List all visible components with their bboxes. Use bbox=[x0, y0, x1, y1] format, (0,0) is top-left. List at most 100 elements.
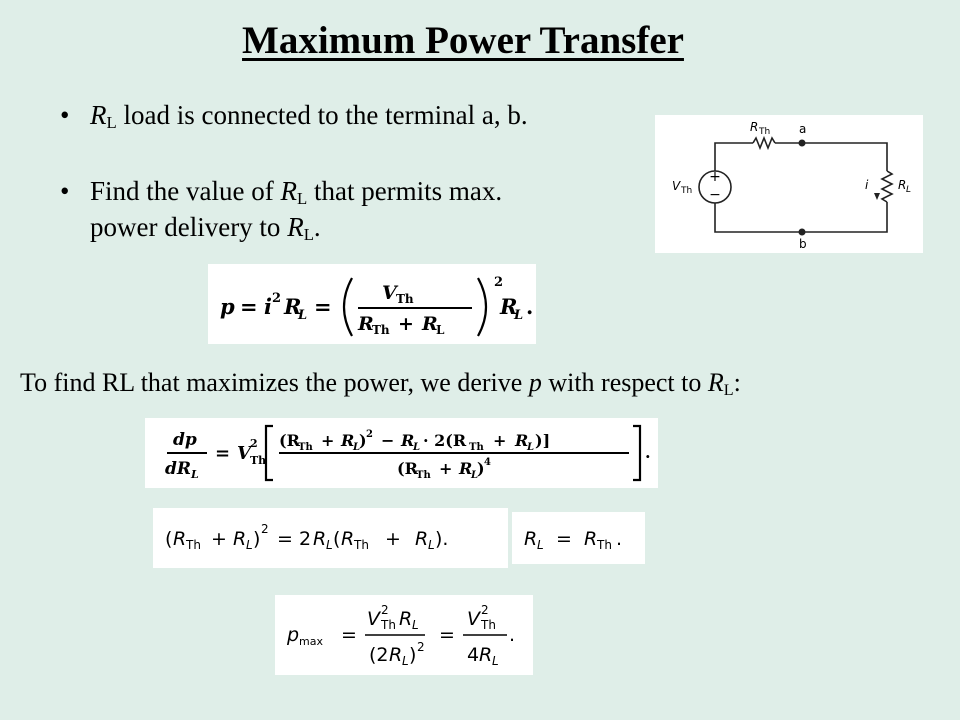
bullet-2-text-b: that permits max. bbox=[307, 176, 503, 206]
node-a-label: a bbox=[799, 122, 806, 136]
svg-text:R: R bbox=[514, 431, 528, 450]
svg-text:): ) bbox=[409, 644, 416, 666]
svg-text:(: ( bbox=[333, 528, 340, 550]
rl-symbol: R bbox=[90, 100, 107, 130]
wire-bottom bbox=[714, 202, 888, 233]
equation-condition-svg: ( R Th + R L ) 2 = 2 R L ( R Th + R L ). bbox=[165, 522, 448, 552]
svg-text:2: 2 bbox=[272, 291, 281, 306]
svg-text:.: . bbox=[616, 528, 622, 550]
equation-condition: ( R Th + R L ) 2 = 2 R L ( R Th + R L ). bbox=[153, 508, 508, 568]
minus-sign: − bbox=[709, 187, 721, 203]
svg-text:R: R bbox=[458, 459, 472, 478]
svg-text:R: R bbox=[389, 644, 402, 666]
rl-symbol: R bbox=[280, 176, 297, 206]
equation-power: p = i 2 R L = V Th R Th + R L 2 R L . bbox=[208, 264, 536, 344]
svg-text:+: + bbox=[439, 459, 452, 478]
voltage-source-icon bbox=[698, 170, 732, 204]
svg-text:R: R bbox=[399, 608, 412, 630]
equation-derivative: dp dR L = V 2 Th (R Th + R L ) 2 − R L ·… bbox=[145, 418, 658, 488]
equation-pmax-svg: p max = V 2 Th R L (2 R L ) 2 = V 2 Th 4… bbox=[286, 603, 515, 668]
svg-text:=: = bbox=[314, 294, 332, 319]
sentence-colon: : bbox=[733, 368, 741, 397]
circuit-diagram: + − R Th a b V Th i R L bbox=[655, 115, 923, 253]
svg-text:)]: )] bbox=[535, 431, 550, 450]
svg-text:Th: Th bbox=[416, 470, 431, 481]
svg-text:(R: (R bbox=[397, 459, 419, 478]
svg-text:2: 2 bbox=[261, 522, 269, 536]
svg-text:R: R bbox=[499, 294, 517, 319]
wire-top-right bbox=[775, 142, 888, 171]
svg-text:dR: dR bbox=[165, 459, 191, 479]
wire-top-left bbox=[714, 142, 753, 171]
svg-text:Th: Th bbox=[298, 442, 313, 453]
svg-text:R: R bbox=[584, 528, 597, 550]
rl-subscript: L bbox=[303, 225, 314, 245]
rth-label: R bbox=[750, 120, 758, 134]
svg-text:L: L bbox=[326, 538, 333, 552]
svg-text:Th: Th bbox=[480, 618, 496, 632]
vth-sub: Th bbox=[680, 186, 692, 196]
svg-text:=: = bbox=[240, 294, 258, 319]
page-title: Maximum Power Transfer bbox=[242, 19, 684, 62]
svg-text:R: R bbox=[357, 313, 374, 335]
current-label: i bbox=[865, 178, 869, 192]
svg-text:R: R bbox=[524, 528, 537, 550]
svg-text:L: L bbox=[470, 470, 478, 481]
svg-text:L: L bbox=[246, 538, 253, 552]
svg-text:L: L bbox=[492, 654, 499, 668]
bullet-2-text-d: . bbox=[313, 212, 321, 242]
svg-text:2: 2 bbox=[366, 429, 373, 440]
rth-sub: Th bbox=[758, 127, 770, 137]
svg-text:L: L bbox=[537, 538, 544, 552]
svg-text:V: V bbox=[367, 608, 382, 630]
equation-result: R L = R Th . bbox=[512, 512, 645, 564]
svg-text:=: = bbox=[556, 528, 572, 550]
svg-text:L: L bbox=[436, 323, 445, 337]
svg-text:).: ). bbox=[435, 528, 448, 550]
svg-text:2: 2 bbox=[250, 437, 258, 450]
svg-text:Th: Th bbox=[469, 442, 484, 453]
svg-text:+: + bbox=[385, 528, 401, 550]
svg-text:L: L bbox=[352, 442, 360, 453]
vth-label: V bbox=[672, 179, 681, 193]
svg-text:L: L bbox=[428, 538, 435, 552]
resistor-rl bbox=[880, 170, 894, 203]
svg-text:4: 4 bbox=[484, 457, 491, 468]
derivation-sentence: To find RL that maximizes the power, we … bbox=[20, 368, 741, 400]
svg-text:+: + bbox=[211, 528, 227, 550]
rl-subscript: L bbox=[723, 382, 734, 400]
rl-subscript: L bbox=[106, 113, 117, 133]
svg-text:p: p bbox=[220, 294, 235, 319]
svg-text:.: . bbox=[509, 624, 515, 646]
svg-text:+: + bbox=[398, 313, 414, 335]
svg-text:V: V bbox=[467, 608, 482, 630]
circuit-svg: + − R Th a b V Th i R L bbox=[672, 120, 911, 251]
p-symbol: p bbox=[528, 368, 542, 397]
svg-text:Th: Th bbox=[396, 292, 414, 306]
equation-power-svg: p = i 2 R L = V Th R Th + R L 2 R L . bbox=[220, 275, 533, 337]
rl-sub: L bbox=[906, 185, 911, 195]
svg-text:2: 2 bbox=[417, 640, 425, 654]
svg-text:R: R bbox=[340, 431, 354, 450]
svg-text:L: L bbox=[412, 618, 419, 632]
svg-text:V: V bbox=[382, 282, 399, 304]
rl-subscript: L bbox=[296, 189, 308, 209]
svg-text:max: max bbox=[299, 635, 323, 648]
svg-text:R: R bbox=[233, 528, 246, 550]
node-b-label: b bbox=[799, 237, 807, 251]
svg-text:R: R bbox=[421, 313, 438, 335]
plus-sign: + bbox=[709, 169, 721, 185]
svg-text:L: L bbox=[190, 468, 199, 481]
svg-text:L: L bbox=[412, 442, 420, 453]
svg-text:2: 2 bbox=[494, 275, 503, 290]
svg-text:Th: Th bbox=[380, 618, 396, 632]
svg-text:Th: Th bbox=[596, 538, 612, 552]
svg-text:(R: (R bbox=[279, 431, 301, 450]
svg-text:L: L bbox=[526, 442, 534, 453]
svg-text:R: R bbox=[341, 528, 354, 550]
svg-text:−: − bbox=[381, 431, 394, 450]
svg-text:): ) bbox=[253, 528, 260, 550]
svg-text:L: L bbox=[297, 308, 307, 323]
svg-text:+: + bbox=[321, 431, 334, 450]
svg-text:V: V bbox=[237, 443, 253, 464]
